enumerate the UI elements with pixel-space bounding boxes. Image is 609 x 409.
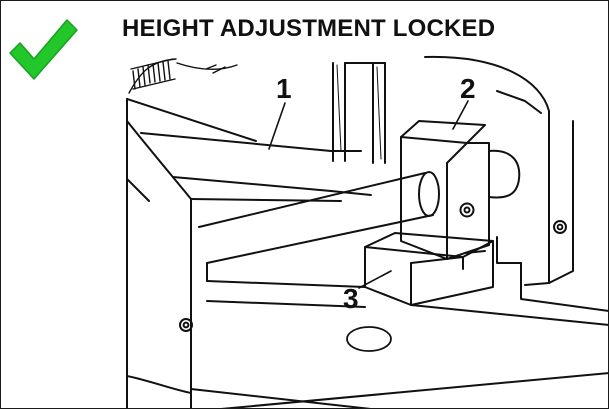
clamp-part-2 — [400, 120, 522, 264]
callout-label-2: 2 — [460, 73, 476, 104]
back-plates — [332, 62, 386, 164]
checkmark-icon — [9, 19, 78, 80]
bolt-left — [179, 318, 193, 332]
base-plate — [126, 262, 608, 408]
block-part-3 — [364, 232, 494, 306]
leader-line-1 — [268, 102, 286, 150]
callout-label-1: 1 — [276, 73, 292, 104]
leader-line-3 — [358, 270, 392, 289]
bolt-right — [553, 220, 567, 234]
left-housing — [126, 98, 342, 408]
right-plate — [424, 55, 574, 286]
checkmark-shape — [9, 19, 78, 80]
spring — [128, 58, 238, 94]
arm-part-1 — [140, 132, 372, 196]
page-title: HEIGHT ADJUSTMENT LOCKED — [122, 15, 496, 42]
callout-label-3: 3 — [343, 283, 359, 314]
leader-line-2 — [452, 100, 469, 130]
shaft — [198, 171, 440, 282]
